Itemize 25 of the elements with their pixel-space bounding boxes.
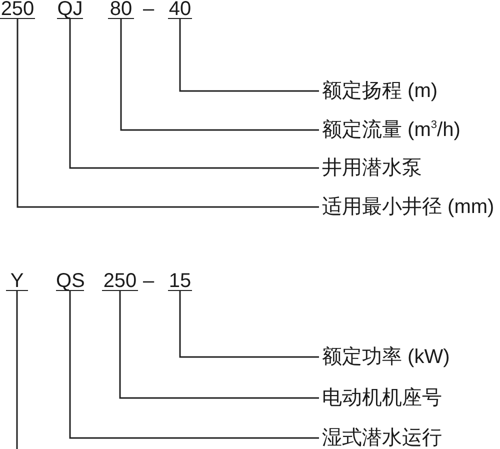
underlined-code: Y bbox=[6, 272, 28, 291]
underlined-code: 80 bbox=[108, 0, 134, 19]
underlined-code: QS bbox=[56, 272, 84, 291]
leader-line bbox=[69, 291, 319, 439]
underlined-code: 250 bbox=[0, 0, 35, 19]
description-text: 额定功率 (kW) bbox=[322, 346, 450, 368]
description-text: 电动机机座号 bbox=[322, 387, 442, 409]
description-text: 额定扬程 (m) bbox=[322, 80, 438, 102]
separator-dash: – bbox=[143, 0, 154, 18]
description-text: 额定流量 (m$^{3}$/h) bbox=[322, 116, 460, 144]
leader-line bbox=[16, 19, 319, 208]
underlined-code: 15 bbox=[168, 272, 192, 291]
leader-line bbox=[119, 291, 319, 399]
underlined-code: 40 bbox=[168, 0, 192, 19]
leader-line bbox=[16, 291, 18, 449]
leader-line bbox=[179, 291, 319, 358]
leader-line bbox=[179, 19, 319, 92]
leader-line bbox=[120, 19, 319, 131]
underlined-code: QJ bbox=[57, 0, 83, 19]
separator-dash: – bbox=[143, 272, 154, 290]
description-text: 适用最小井径 (mm) bbox=[322, 196, 494, 218]
description-text: 井用潜水泵 bbox=[322, 157, 422, 179]
leader-line bbox=[69, 19, 319, 169]
description-text: 湿式潜水运行 bbox=[322, 427, 442, 449]
underlined-code: 250 bbox=[102, 272, 138, 291]
